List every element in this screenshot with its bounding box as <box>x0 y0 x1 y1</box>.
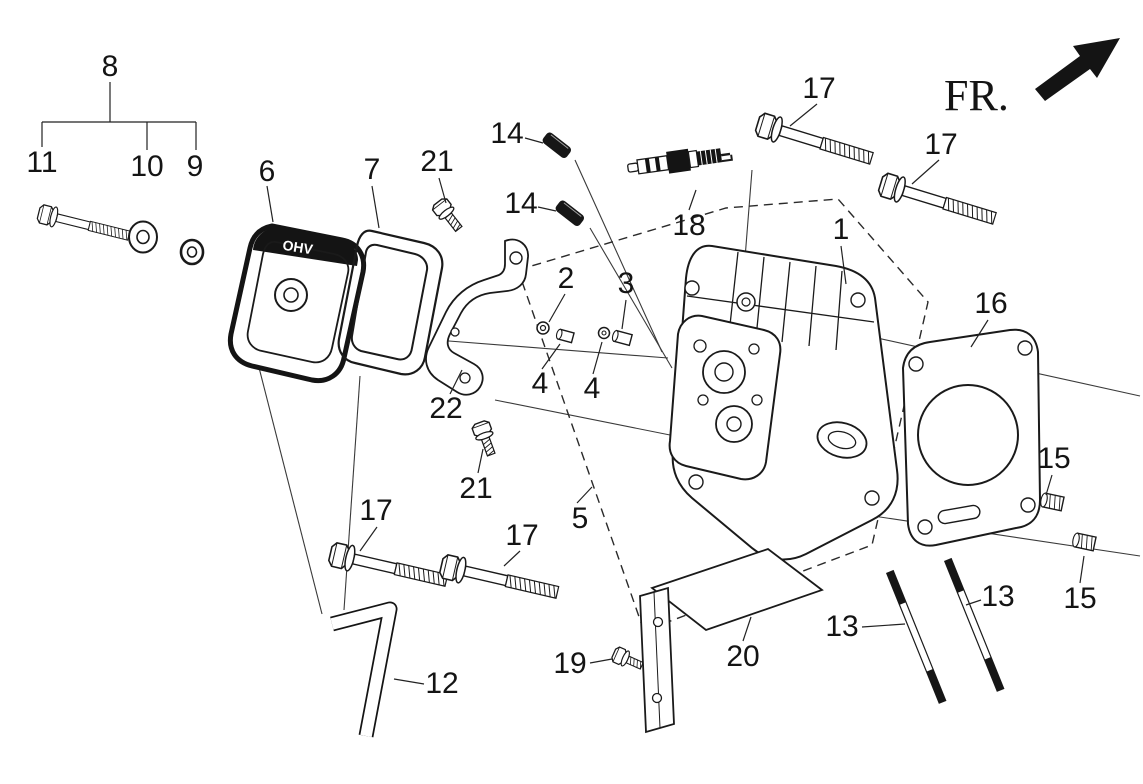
part-retainer-3 <box>611 329 634 347</box>
part-screw-19 <box>609 645 646 674</box>
part-screw-21-b <box>470 418 501 459</box>
part-head-gasket-16 <box>901 328 1042 547</box>
part-valve-cover-6: OHV <box>227 223 367 384</box>
part-guide-14-b <box>553 198 587 229</box>
fr-direction-arrow-icon <box>1035 38 1120 101</box>
part-stud-13-b <box>944 558 1005 692</box>
part-shield-20 <box>639 547 824 734</box>
part-breather-tube-12 <box>330 601 398 738</box>
part-dowel-15-a <box>1038 491 1065 512</box>
fr-direction-label: FR. <box>944 71 1009 120</box>
cover-brand-text: OHV <box>282 237 315 258</box>
part-bolt-17-b <box>876 170 1000 232</box>
part-cover-gasket-7 <box>337 229 444 376</box>
part-bolt-17-a <box>753 110 877 172</box>
sub-assembly-dashed-outline <box>517 198 929 632</box>
part-cap-4-left <box>555 328 575 344</box>
part-washer-10 <box>128 220 158 254</box>
part-bolt-11 <box>35 202 132 247</box>
part-bracket-22 <box>425 238 529 396</box>
callout-leader-lines <box>41 82 1085 685</box>
part-screw-21-a <box>430 195 467 236</box>
part-seal-2 <box>536 321 550 335</box>
part-ring-4-right <box>597 326 611 340</box>
part-washer-9 <box>179 238 205 266</box>
part-cylinder-head-1 <box>668 244 899 561</box>
part-guide-14-a <box>540 130 574 161</box>
part-bolt-17-d <box>437 552 562 606</box>
part-spark-plug-18 <box>627 148 733 175</box>
part-dowel-15-b <box>1070 531 1097 552</box>
part-stud-13-a <box>886 570 947 704</box>
